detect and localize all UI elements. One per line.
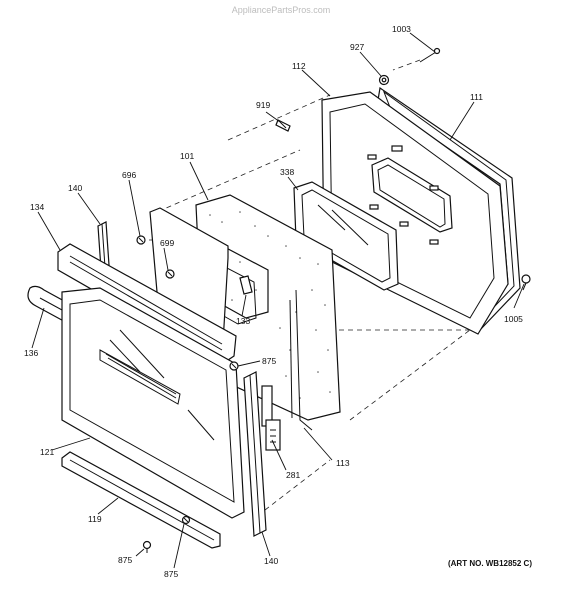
part-140-side-trim-right: [243, 371, 267, 537]
screw-699-icon: [165, 269, 175, 279]
panel-tabs: [367, 145, 439, 245]
callout-121: 121: [40, 447, 54, 457]
part-119-bottom-trim: [61, 451, 221, 549]
callout-699: 699: [160, 238, 174, 248]
callout-1003: 1003: [392, 24, 411, 34]
watermark: AppliancePartsPros.com: [232, 5, 331, 15]
callout-927: 927: [350, 42, 364, 52]
callout-338: 338: [280, 167, 294, 177]
callout-140-upper: 140: [68, 183, 82, 193]
callout-134: 134: [30, 202, 44, 212]
callout-281: 281: [286, 470, 300, 480]
part-134-vent-trim: [57, 243, 237, 365]
callout-133: 133: [236, 316, 250, 326]
callout-labels: 1003 927 112 111 919 101 338 140 696 134…: [24, 24, 523, 579]
art-number: (ART NO. WB12852 C): [448, 559, 532, 568]
callout-919: 919: [256, 100, 270, 110]
screw-919-icon: [275, 119, 291, 132]
screw-696-icon: [136, 235, 146, 245]
callout-1005: 1005: [504, 314, 523, 324]
leader-lines: [31, 32, 525, 569]
part-281-door-hinge: [261, 385, 281, 451]
callout-111: 111: [470, 92, 483, 102]
callout-112: 112: [292, 61, 306, 71]
callout-140-lower: 140: [264, 556, 278, 566]
screw-875-lower-left-icon: [142, 540, 152, 553]
screw-875-lower-right-icon: [181, 515, 191, 525]
callout-136: 136: [24, 348, 38, 358]
screw-1005-icon: [521, 274, 531, 291]
callout-875-lower-right: 875: [164, 569, 178, 579]
screw-927-icon: [378, 74, 390, 86]
callout-696: 696: [122, 170, 136, 180]
callout-101: 101: [180, 151, 194, 161]
callout-113: 113: [336, 458, 350, 468]
screw-1003-icon: [419, 47, 441, 63]
callout-875-lower-left: 875: [118, 555, 132, 565]
callout-875-upper: 875: [262, 356, 276, 366]
hardware-screws: [136, 47, 531, 553]
screw-875-upper-icon: [229, 361, 239, 371]
callout-119: 119: [88, 514, 102, 524]
part-121-outer-door-glass: [61, 287, 245, 519]
